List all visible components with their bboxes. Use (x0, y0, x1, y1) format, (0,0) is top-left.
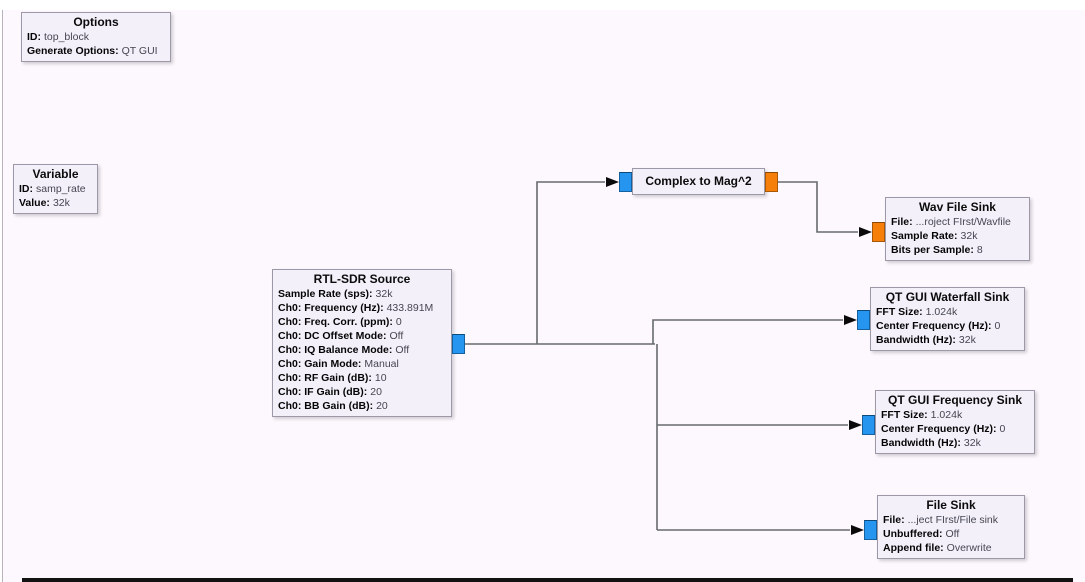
param-row: Bits per Sample:8 (891, 244, 983, 256)
param-row: Ch0: IQ Balance Mode:Off (278, 344, 410, 356)
param-row: Center Frequency (Hz):0 (881, 423, 1006, 435)
param-row: Bandwidth (Hz):32k (876, 334, 976, 346)
input-port[interactable] (857, 310, 870, 330)
input-port[interactable] (862, 415, 875, 435)
param-row: Ch0: DC Offset Mode:Off (278, 330, 404, 342)
window-bottom-edge (22, 578, 1073, 582)
param-row: Ch0: RF Gain (dB):10 (278, 372, 387, 384)
param-row: Ch0: BB Gain (dB):20 (278, 400, 388, 412)
arrowhead-icon (606, 177, 619, 187)
block-title: QT GUI Frequency Sink (887, 393, 1023, 407)
arrowhead-icon (844, 315, 857, 325)
block-wav-file-sink[interactable]: Wav File Sink File:...roject FIrst/Wavfi… (872, 197, 1030, 261)
param-row: Center Frequency (Hz):0 (876, 320, 1001, 332)
block-options[interactable]: Options ID:top_block Generate Options:QT… (21, 12, 171, 62)
param-row: FFT Size:1.024k (876, 306, 958, 318)
input-port[interactable] (872, 222, 885, 242)
param-row: Sample Rate (sps):32k (278, 288, 393, 300)
param-row: Ch0: Frequency (Hz):433.891M (278, 302, 434, 314)
block-file-sink[interactable]: File Sink File:...ject FIrst/File sink U… (864, 495, 1025, 559)
block-title: Wav File Sink (919, 200, 996, 214)
param-row: Unbuffered:Off (883, 528, 960, 540)
param-row: Ch0: Gain Mode:Manual (278, 358, 399, 370)
block-qt-gui-frequency-sink[interactable]: QT GUI Frequency Sink FFT Size:1.024k Ce… (862, 390, 1035, 454)
param-row: File:...roject FIrst/Wavfile (891, 216, 1011, 228)
param-row: Sample Rate:32k (891, 230, 978, 242)
arrowhead-icon (859, 227, 872, 237)
input-port[interactable] (864, 520, 877, 540)
block-title: QT GUI Waterfall Sink (885, 290, 1010, 304)
connection-wire[interactable] (536, 181, 605, 344)
param-row: Generate Options:QT GUI (27, 45, 158, 57)
input-port[interactable] (619, 172, 632, 192)
output-port[interactable] (452, 334, 465, 354)
connection-wire[interactable] (778, 181, 858, 233)
block-title: Variable (32, 167, 79, 181)
block-title: File Sink (926, 498, 976, 512)
param-row: Value:32k (19, 197, 70, 209)
block-qt-gui-waterfall-sink[interactable]: QT GUI Waterfall Sink FFT Size:1.024k Ce… (857, 287, 1025, 351)
block-rtl-sdr-source[interactable]: RTL-SDR Source Sample Rate (sps):32k Ch0… (272, 269, 465, 417)
param-row: ID:samp_rate (19, 183, 86, 195)
param-row: Append file:Overwrite (883, 542, 992, 554)
block-variable[interactable]: Variable ID:samp_rate Value:32k (13, 164, 98, 214)
param-row: Ch0: Freq. Corr. (ppm):0 (278, 316, 402, 328)
block-complex-to-mag2[interactable]: Complex to Mag^2 (619, 168, 778, 195)
block-title: Options (73, 15, 119, 29)
output-port[interactable] (765, 172, 778, 192)
param-row: File:...ject FIrst/File sink (883, 514, 999, 526)
param-row: Ch0: IF Gain (dB):20 (278, 386, 382, 398)
arrowhead-icon (851, 525, 864, 535)
param-row: Bandwidth (Hz):32k (881, 437, 981, 449)
arrowhead-icon (849, 420, 862, 430)
block-title: Complex to Mag^2 (645, 174, 752, 188)
param-row: FFT Size:1.024k (881, 409, 963, 421)
canvas-left-edge (2, 10, 3, 582)
connection-wire[interactable] (652, 319, 843, 344)
block-title: RTL-SDR Source (313, 272, 411, 286)
param-row: ID:top_block (27, 31, 89, 43)
